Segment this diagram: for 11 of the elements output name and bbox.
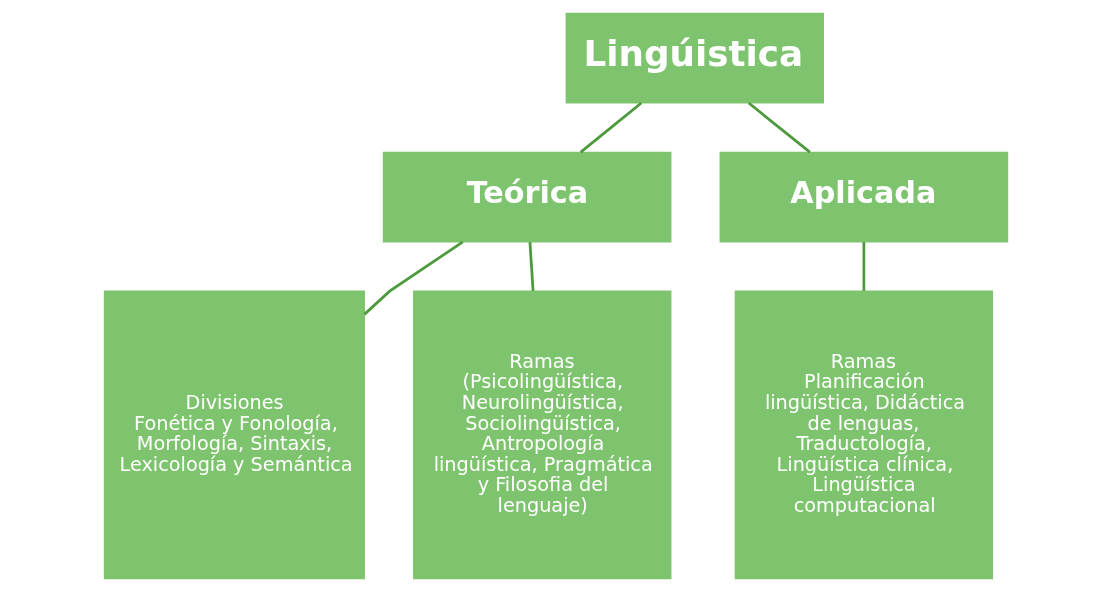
node-box: Ramas (Psicolingüística, Neurolingüística, Sociolingüística, Antropología lingüística, Pragmática y Filosofia del lenguaje) [413, 290, 672, 580]
node-box: Teórica [382, 151, 672, 243]
node-box: Lingúistica [565, 12, 824, 104]
connector [363, 240, 464, 316]
connector [862, 242, 866, 291]
node-box: Divisiones Fonética y Fonología, Morfología, Sintaxis, Lexicología y Semántica [103, 290, 365, 580]
connector [528, 242, 535, 291]
node-box: Aplicada [719, 151, 1009, 243]
connector [747, 101, 811, 154]
node-box: Ramas Planificación lingüística, Didáctica de lenguas, Traductología, Lingüística clínica, Lingüística computacional [734, 290, 994, 580]
connector [579, 101, 643, 154]
